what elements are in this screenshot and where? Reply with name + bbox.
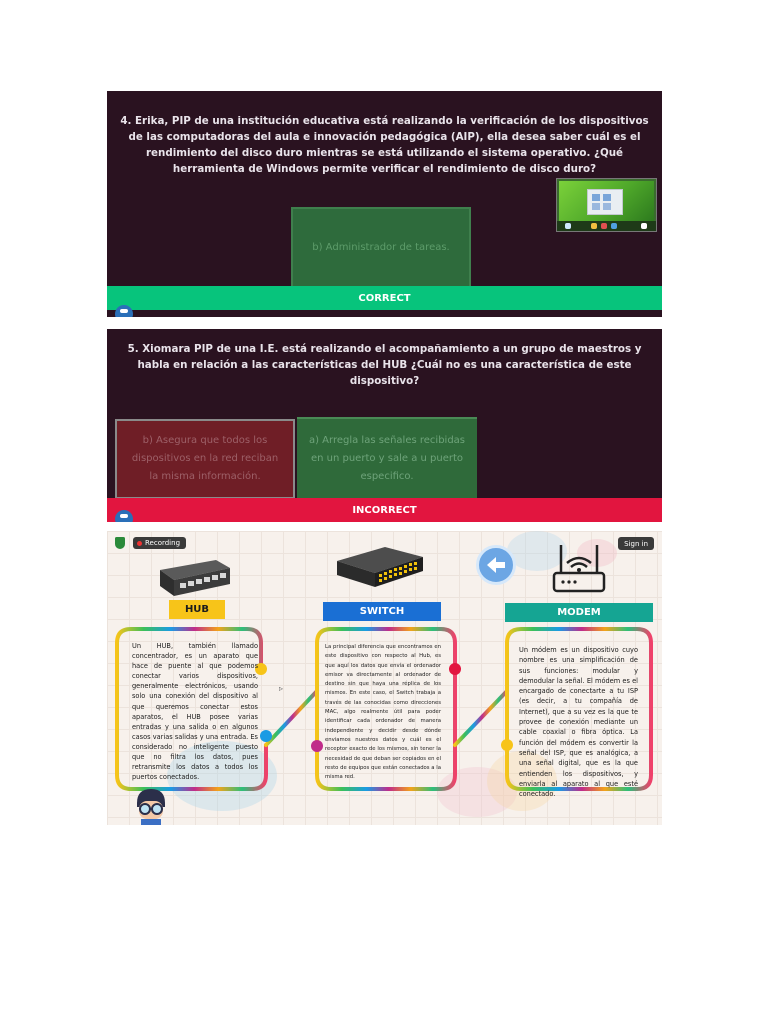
- answer-option-b[interactable]: b) Asegura que todos los dispositivos en…: [115, 419, 295, 499]
- avatar-icon: [137, 789, 165, 825]
- question-text: 4. Erika, PIP de una institución educati…: [120, 115, 649, 175]
- modem-description: Un módem es un dispositivo cuyo nombre e…: [519, 646, 638, 799]
- shield-icon: [115, 537, 125, 549]
- question-text: 5. Xiomara PIP de una I.E. está realizan…: [127, 343, 642, 387]
- back-arrow-button[interactable]: [476, 545, 516, 585]
- record-dot-icon: [137, 540, 142, 546]
- result-bar-incorrect: INCORRECT: [107, 498, 662, 522]
- cursor-icon: ▹: [279, 684, 284, 693]
- answer-option-a[interactable]: a) Arregla las señales recibidas en un p…: [297, 417, 477, 499]
- recording-label: Recording: [145, 539, 181, 547]
- recording-indicator[interactable]: Recording: [133, 537, 187, 549]
- switch-description: La principal diferencia que encontramos …: [325, 644, 441, 781]
- answer-option-b[interactable]: b) Administrador de tareas.: [291, 207, 471, 289]
- quiz-panel-1: 4. Erika, PIP de una institución educati…: [107, 91, 662, 317]
- switch-title: SWITCH: [323, 602, 441, 621]
- hub-description: Un HUB, también llamado concentrador, es…: [132, 642, 258, 782]
- hub-title: HUB: [169, 600, 225, 619]
- quiz-panel-2: 5. Xiomara PIP de una I.E. está realizan…: [107, 329, 662, 522]
- modem-title: MODEM: [505, 603, 653, 622]
- result-bar-correct: CORRECT: [107, 286, 662, 310]
- mascot-icon: [111, 508, 137, 522]
- sign-in-button[interactable]: Sign in: [618, 537, 654, 550]
- network-devices-infographic: Recording Sign in: [107, 531, 662, 825]
- mascot-icon: [111, 303, 137, 317]
- router-icon: [552, 545, 606, 593]
- back-arrow-icon: [487, 557, 505, 573]
- switch-device-icon: [337, 547, 423, 587]
- rainbow-connector: [115, 627, 653, 791]
- hub-device-icon: [160, 560, 230, 596]
- monitor-thumbnail-icon: [556, 178, 657, 232]
